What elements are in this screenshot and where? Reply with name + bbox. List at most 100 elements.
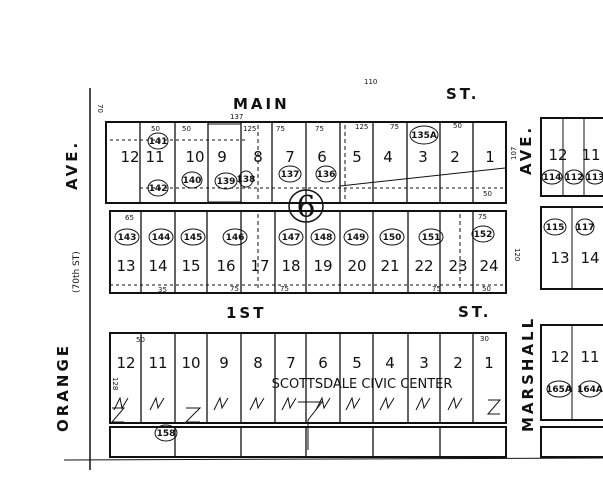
lot-label: 17 [250, 257, 269, 275]
dimension-label: 110 [364, 78, 377, 86]
dimension-label: 75 [230, 285, 239, 293]
diagonal-line [339, 167, 506, 187]
lot-label: 9 [219, 354, 229, 372]
parcel-number: 141 [149, 137, 168, 147]
parcel-number: 150 [383, 233, 402, 243]
lot-label: 4 [383, 148, 393, 166]
parcel-number: 112 [565, 173, 584, 183]
lot-label: 12 [116, 354, 135, 372]
street-name-marshall: MARSHALL [519, 316, 537, 432]
lot-label: 3 [418, 148, 428, 166]
dimension-label: 125 [243, 125, 256, 133]
parcel-number: 149 [347, 233, 366, 243]
middle-block: 13 14 15 16 17 18 19 20 21 22 23 24 143 … [109, 210, 521, 294]
street-name-main: MAIN [233, 95, 290, 113]
lot-label: 14 [580, 249, 599, 267]
parcel-number: 151 [422, 233, 441, 243]
parcel-number: 164A [577, 385, 603, 395]
street-name-first: 1ST [226, 304, 266, 322]
dimension-label: 30 [480, 335, 489, 343]
dimension-label: 137 [230, 113, 243, 121]
lot-label: 6 [317, 148, 327, 166]
lot-label: 19 [313, 257, 332, 275]
hatch-marks [110, 396, 502, 450]
dimension-label: 65 [125, 214, 134, 222]
lot-label: 8 [253, 354, 263, 372]
lot-label: 1 [484, 354, 494, 372]
parcel-number: 152 [474, 230, 493, 240]
lot-label: 1 [485, 148, 495, 166]
lot-label: 22 [414, 257, 433, 275]
lot-label: 11 [145, 148, 164, 166]
right-blocks: 12 11 114 112 113 13 14 115 117 12 11 16… [540, 117, 603, 458]
lot-label: 12 [550, 348, 569, 366]
parcel-number: 135A [411, 131, 437, 141]
lot-label: 10 [181, 354, 200, 372]
lot-label: 3 [419, 354, 429, 372]
lot-label: 18 [281, 257, 300, 275]
street-name-orange: ORANGE [54, 343, 72, 432]
dimension-label: 75 [315, 125, 324, 133]
dimension-label: 35 [158, 286, 167, 294]
lot-label: 9 [217, 148, 227, 166]
lot-label: 13 [116, 257, 135, 275]
lot-label: 24 [479, 257, 498, 275]
parcel-number: 143 [118, 233, 137, 243]
lot-label: 11 [148, 354, 167, 372]
top-parcel-circles [147, 125, 439, 197]
parcel-number: 147 [282, 233, 301, 243]
lot-label: 11 [581, 146, 600, 164]
lot-label: 12 [120, 148, 139, 166]
parcel-number: 158 [157, 429, 176, 439]
middle-parcel-circles [114, 225, 495, 246]
lot-label: 2 [453, 354, 463, 372]
parcel-number: 115 [546, 223, 565, 233]
dimension-label: 50 [453, 122, 462, 130]
parcel-number: 137 [281, 170, 300, 180]
lot-label: 6 [318, 354, 328, 372]
lot-label: 23 [448, 257, 467, 275]
parcel-number: 138 [237, 175, 256, 185]
bottom-block: 12 11 10 9 8 7 6 5 4 3 2 1 SCOTTSDALE CI… [109, 332, 507, 458]
street-suffix-ave-right: AVE. [517, 125, 535, 175]
lot-label: 8 [253, 148, 263, 166]
parcel-number: 142 [149, 184, 168, 194]
lot-label: 20 [347, 257, 366, 275]
dimension-label: 50 [483, 190, 492, 198]
lot-label: 16 [216, 257, 235, 275]
lot-label: 7 [285, 148, 295, 166]
dimension-label: 75 [280, 285, 289, 293]
lot-label: 14 [148, 257, 167, 275]
parcel-number: 140 [183, 176, 202, 186]
dimension-label: 75 [390, 123, 399, 131]
dimension-label: 70 [96, 104, 104, 113]
parcel-number: 145 [184, 233, 203, 243]
dimension-label: 50 [182, 125, 191, 133]
street-suffix: ST. [458, 303, 491, 321]
parcel-number: 146 [226, 233, 245, 243]
parcel-number: 148 [314, 233, 333, 243]
dimension-label: 120 [513, 248, 521, 261]
parcel-number: 117 [576, 223, 595, 233]
dimension-label: 50 [151, 125, 160, 133]
civic-center-label: SCOTTSDALE CIVIC CENTER [272, 377, 453, 392]
block-number-label: 6 [296, 190, 315, 225]
parcel-number: 165A [546, 385, 572, 395]
lot-label: 12 [548, 146, 567, 164]
map-bottom-edge [63, 457, 603, 461]
lot-label: 13 [550, 249, 569, 267]
street-suffix: ST. [446, 85, 479, 103]
dimension-label: 75 [478, 213, 487, 221]
lot-label: 4 [385, 354, 395, 372]
parcel-number: 136 [317, 170, 336, 180]
lot-label: 10 [185, 148, 204, 166]
lot-label: 2 [450, 148, 460, 166]
parcel-number: 139 [217, 177, 236, 187]
middle-block-outline [109, 210, 507, 294]
dimension-label: 125 [355, 123, 368, 131]
dimension-label: 50 [482, 285, 491, 293]
parcel-circle [154, 424, 178, 442]
street-name-70th: (70th ST) [72, 251, 82, 293]
lot-label: 15 [181, 257, 200, 275]
